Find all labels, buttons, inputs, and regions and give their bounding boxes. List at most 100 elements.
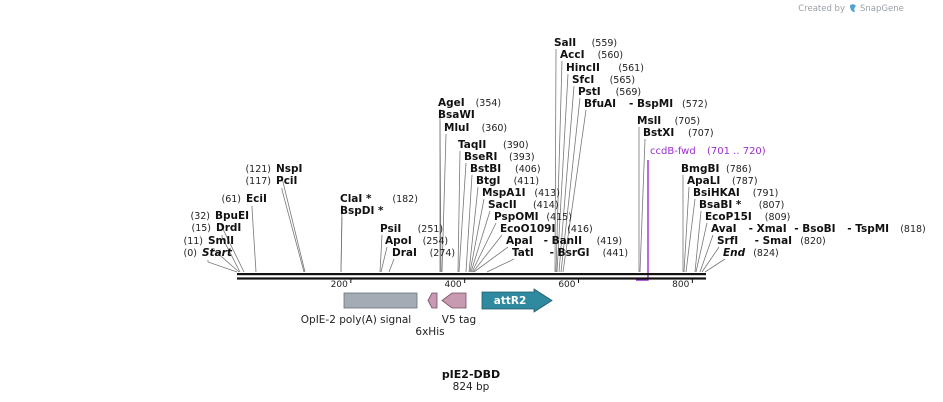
restriction-site[interactable]: ApoI(254) (385, 235, 448, 247)
site-position: (818) (900, 224, 926, 235)
restriction-site[interactable]: SrfI-SmaI(820) (717, 235, 826, 247)
restriction-site[interactable]: MluI(360) (444, 122, 507, 134)
site-name: EciI (246, 193, 267, 205)
restriction-site[interactable]: ApaI-BanII(419) (506, 235, 622, 247)
restriction-site[interactable]: HincII(561) (566, 62, 644, 74)
site-connector (379, 234, 383, 273)
site-name: BmgBI (681, 163, 719, 175)
site-name: BspMI (637, 98, 673, 110)
restriction-site[interactable]: (32)BpuEI (190, 210, 249, 222)
restriction-site[interactable]: (121)NspI (245, 163, 302, 175)
site-name: ApoI (385, 235, 412, 247)
site-name: SacII (488, 199, 517, 211)
feature-v5-tag[interactable]: V5 tag (441, 292, 476, 326)
site-connector (694, 210, 702, 273)
site-connector (695, 222, 708, 273)
restriction-site[interactable]: PsiI(251) (380, 223, 443, 235)
site-name: NspI (276, 163, 302, 175)
restriction-sites: (0)Start(11)SmlI(15)DrdI(32)BpuEI (61)Eci… (183, 37, 925, 259)
restriction-site[interactable]: SfcI(565) (572, 74, 635, 86)
site-connector (558, 85, 575, 273)
primer-ccdb-fwd[interactable]: ccdB-fwd (701 .. 720) (636, 146, 766, 281)
restriction-site[interactable]: DraI (274) (392, 247, 455, 259)
restriction-site[interactable]: ClaI *(182) (340, 193, 418, 205)
site-position: (413) (534, 188, 560, 199)
site-position: (569) (616, 87, 642, 98)
site-name: BsiHKAI (693, 187, 740, 199)
restriction-site[interactable]: (15)DrdI (191, 222, 241, 234)
restriction-site[interactable]: BstBI (406) (470, 163, 541, 175)
site-position: (807) (759, 200, 785, 211)
restriction-site[interactable]: SalI(559) (554, 37, 617, 49)
restriction-site[interactable]: End(824) (723, 247, 779, 259)
site-connector (213, 248, 240, 273)
site-position: (406) (515, 164, 541, 175)
site-name: PsiI (380, 223, 401, 235)
restriction-site[interactable]: BfuAI-BspMI(572) (584, 98, 708, 110)
site-name: DrdI (216, 222, 241, 234)
restriction-site[interactable]: PstI(569) (578, 86, 641, 98)
restriction-site[interactable]: EcoP15I(809) (705, 211, 790, 223)
restriction-site[interactable]: BstXI(707) (643, 127, 714, 139)
restriction-site[interactable]: (117)PciI (245, 175, 297, 187)
restriction-site[interactable]: BspDI * (340, 205, 384, 217)
site-connector (388, 258, 395, 273)
credit-brand[interactable]: SnapGene (860, 4, 904, 14)
site-position: (274) (430, 248, 456, 259)
snapgene-logo-icon (850, 4, 856, 12)
site-separator: - (847, 223, 851, 235)
backbone-top-strand (237, 273, 706, 276)
restriction-site[interactable]: PspOMI(415) (494, 211, 572, 223)
site-name: EcoP15I (705, 211, 752, 223)
restriction-site[interactable]: MslI(705) (637, 115, 700, 127)
site-name: TatI (512, 247, 534, 259)
restriction-site[interactable]: (61)EciI (221, 193, 266, 205)
restriction-site[interactable]: AgeI(354) (438, 97, 501, 109)
restriction-site[interactable]: MspA1I (413) (482, 187, 560, 199)
site-name: SrfI (717, 235, 738, 247)
site-separator: - (629, 98, 633, 110)
ruler-tick-label: 400 (444, 280, 461, 290)
restriction-site[interactable]: BtgI (411) (476, 175, 539, 187)
site-name: BspDI * (340, 205, 384, 217)
site-name: AvaI (711, 223, 737, 235)
restriction-site[interactable]: SacII(414) (488, 199, 559, 211)
site-name: MspA1I (482, 187, 526, 199)
restriction-site[interactable]: TatI-BsrGI(441) (512, 247, 628, 259)
site-position: (787) (732, 176, 758, 187)
restriction-site[interactable]: AvaI-XmaI-BsoBI-TspMI(818) (711, 223, 926, 235)
restriction-site[interactable]: BsiHKAI(791) (693, 187, 778, 199)
restriction-site[interactable]: ApaLI(787) (687, 175, 758, 187)
restriction-site[interactable]: BsaWI (438, 109, 475, 121)
site-connector (556, 73, 569, 273)
site-position: (117) (245, 176, 271, 187)
site-name: BtgI (476, 175, 500, 187)
site-position: (419) (597, 236, 623, 247)
site-position: (820) (800, 236, 826, 247)
site-name: SmaI (763, 235, 793, 247)
restriction-site[interactable]: AccI(560) (560, 49, 623, 61)
restriction-site[interactable]: (0)Start (184, 247, 233, 259)
site-position: (441) (603, 248, 629, 259)
site-connector (458, 162, 467, 273)
site-name: AgeI (438, 97, 465, 109)
restriction-site[interactable]: (11)SmlI (183, 235, 234, 247)
site-name: DraI (392, 247, 417, 259)
restriction-site[interactable]: TaqII(390) (458, 139, 529, 151)
site-position: (415) (546, 212, 572, 223)
v5-label: V5 tag (442, 314, 476, 326)
site-name: AccI (560, 49, 584, 61)
feature-opie2-polya[interactable]: OpIE-2 poly(A) signal (301, 292, 418, 326)
site-position: (32) (190, 211, 210, 222)
site-connector (486, 258, 515, 273)
feature-attr2[interactable]: attR2 (481, 288, 553, 313)
site-connector (251, 206, 257, 273)
restriction-site[interactable]: BseRI(393) (464, 151, 535, 163)
site-position: (411) (514, 176, 540, 187)
restriction-site[interactable]: BsaBI *(807) (699, 199, 784, 211)
site-name: BsrGI (558, 247, 590, 259)
restriction-site[interactable]: EcoO109I(416) (500, 223, 593, 235)
restriction-site[interactable]: BmgBI(786) (681, 163, 752, 175)
feature-6xhis[interactable]: 6xHis (415, 292, 445, 338)
site-name: BstBI (470, 163, 501, 175)
